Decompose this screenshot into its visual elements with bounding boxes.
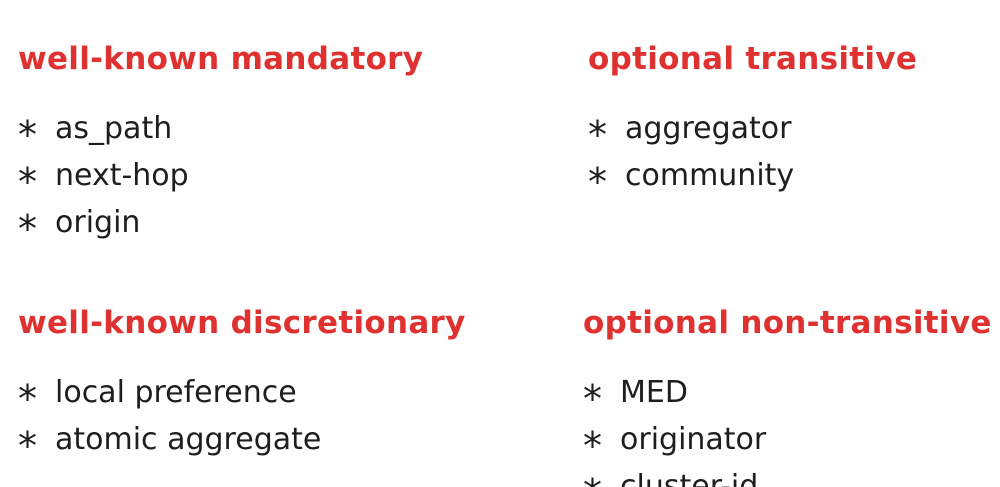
attribute-label: cluster-id [620, 469, 759, 487]
attribute-label: MED [620, 375, 688, 411]
attribute-label: originator [620, 422, 767, 458]
list-item: * origin [18, 199, 423, 251]
attribute-list: * aggregator * community [588, 105, 917, 204]
list-item: * community [588, 152, 917, 204]
list-item: * as_path [18, 105, 423, 157]
asterisk-bullet-icon: * [18, 206, 37, 251]
attribute-label: next-hop [55, 158, 189, 194]
attribute-label: as_path [55, 111, 173, 147]
quadrant-well-known-mandatory: well-known mandatory * as_path * next-ho… [18, 12, 424, 251]
attribute-list: * local preference * atomic aggregate [18, 369, 466, 468]
list-item: * MED [583, 369, 992, 421]
attribute-list: * MED * originator * cluster-id [583, 369, 992, 487]
group-title: well-known mandatory [18, 40, 424, 77]
asterisk-bullet-icon: * [18, 112, 37, 157]
list-item: * cluster-id [583, 463, 992, 487]
asterisk-bullet-icon: * [18, 423, 37, 468]
attribute-label: aggregator [625, 111, 792, 147]
list-item: * local preference [18, 369, 466, 421]
asterisk-bullet-icon: * [588, 112, 607, 157]
quadrant-optional-non-transitive: optional non-transitive * MED * originat… [583, 276, 992, 487]
asterisk-bullet-icon: * [588, 159, 607, 204]
asterisk-bullet-icon: * [583, 376, 602, 421]
asterisk-bullet-icon: * [583, 474, 602, 487]
asterisk-bullet-icon: * [18, 376, 37, 421]
asterisk-bullet-icon: * [18, 159, 37, 204]
asterisk-bullet-icon: * [583, 423, 602, 468]
group-title: optional transitive [588, 40, 918, 77]
attribute-list: * as_path * next-hop * origin [18, 105, 423, 251]
list-item: * next-hop [18, 152, 423, 204]
attribute-label: local preference [55, 375, 297, 411]
attribute-label: atomic aggregate [55, 422, 322, 458]
list-item: * aggregator [588, 105, 917, 157]
quadrant-optional-transitive: optional transitive * aggregator * commu… [588, 12, 918, 204]
attribute-label: origin [55, 205, 141, 241]
list-item: * atomic aggregate [18, 416, 466, 468]
group-title: optional non-transitive [583, 304, 992, 341]
quadrant-well-known-discretionary: well-known discretionary * local prefere… [18, 276, 466, 468]
group-title: well-known discretionary [18, 304, 466, 341]
list-item: * originator [583, 416, 992, 468]
attribute-label: community [625, 158, 795, 194]
